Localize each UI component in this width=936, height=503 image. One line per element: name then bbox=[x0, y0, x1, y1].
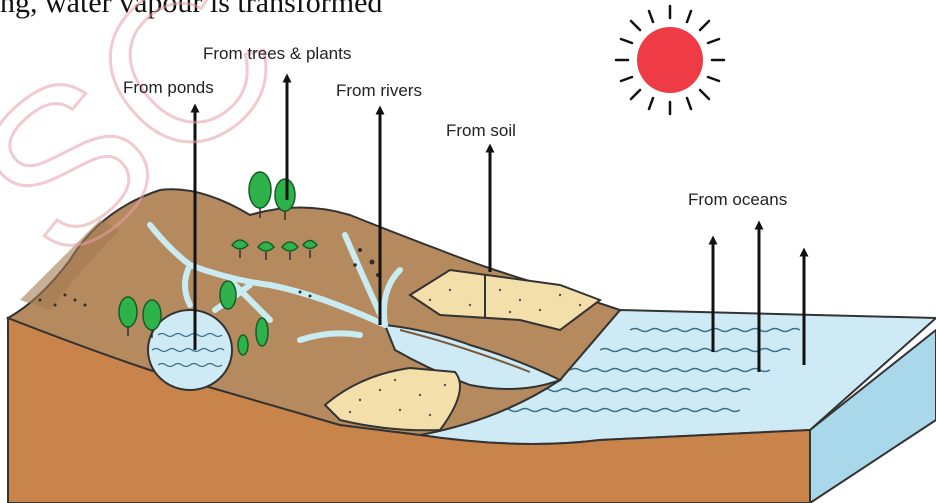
label-ponds: From ponds bbox=[123, 78, 214, 98]
label-rivers: From rivers bbox=[336, 81, 422, 101]
label-soil: From soil bbox=[446, 121, 516, 141]
watermark: SC bbox=[0, 0, 300, 260]
svg-text:SC: SC bbox=[0, 0, 300, 260]
sun-icon bbox=[616, 6, 724, 114]
label-trees-plants: From trees & plants bbox=[203, 44, 351, 64]
label-oceans: From oceans bbox=[688, 190, 787, 210]
